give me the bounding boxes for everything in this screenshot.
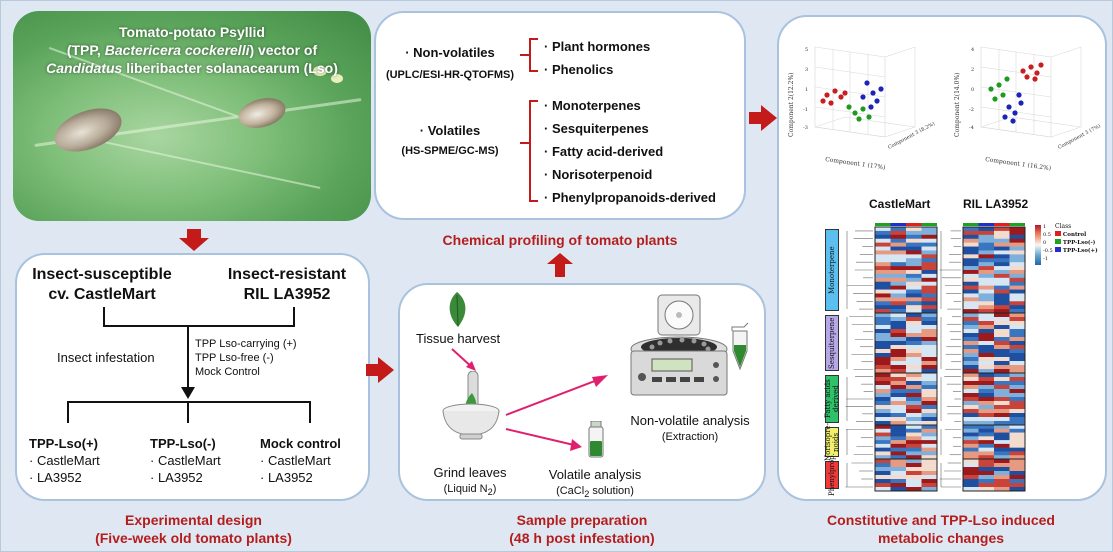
photo-title-line1: Tomato-potato Psyllid bbox=[119, 24, 265, 40]
group-tpp-lso-plus: TPP-Lso(+) · CastleMart · LA3952 bbox=[29, 436, 100, 485]
vial-icon bbox=[588, 421, 604, 458]
grind-leaves-sub: (Liquid N2) bbox=[443, 483, 497, 498]
treatment-list: TPP Lso-carrying (+) TPP Lso-free (-) Mo… bbox=[195, 338, 297, 378]
volatiles-label: · Volatiles bbox=[419, 123, 481, 138]
volatiles-method: (HS-SPME/GC-MS) bbox=[401, 145, 499, 157]
mortar-pestle-icon bbox=[442, 371, 500, 440]
svg-text:5: 5 bbox=[805, 47, 808, 53]
nonvolatile-classes: · Plant hormones · Phenolics bbox=[544, 39, 651, 77]
svg-text:4: 4 bbox=[971, 47, 974, 53]
tube-icon bbox=[731, 322, 749, 371]
volatile-analysis-sub: (CaCl2 solution) bbox=[556, 485, 634, 500]
grind-leaves-label: Grind leaves bbox=[433, 465, 507, 480]
svg-text:3: 3 bbox=[805, 67, 808, 73]
svg-text:0: 0 bbox=[971, 87, 974, 93]
psyllid-photo: Tomato-potato Psyllid (TPP, Bactericera … bbox=[13, 11, 371, 221]
legend-title: Class bbox=[1055, 223, 1072, 230]
experimental-design-panel: Insect-susceptible cv. CastleMart Insect… bbox=[15, 253, 370, 501]
centrifuge-icon bbox=[630, 294, 728, 396]
volatile-classes: · Monoterpenes · Sesquiterpenes · Fatty … bbox=[544, 98, 716, 205]
photo-title: Tomato-potato Psyllid (TPP, Bactericera … bbox=[13, 23, 371, 77]
group-mock-control: Mock control · CastleMart · LA3952 bbox=[260, 436, 341, 485]
resistant-label: Insect-resistant RIL LA3952 bbox=[227, 266, 347, 303]
photo-title-line3: Candidatus liberibacter solanacearum (Ls… bbox=[46, 60, 338, 76]
sample-preparation-panel: Tissue harvest Grind leaves (Liquid N2) bbox=[398, 283, 766, 501]
svg-text:-1: -1 bbox=[803, 107, 808, 113]
psyllid-insect-2 bbox=[235, 93, 289, 133]
nonvolatile-analysis-label: Non-volatile analysis bbox=[630, 413, 750, 428]
right-arrow-icon-2 bbox=[749, 105, 777, 131]
metabolic-changes-caption: Constitutive and TPP-Lso induced metabol… bbox=[827, 512, 1055, 546]
insect-infestation-label: Insect infestation bbox=[57, 350, 155, 365]
nonvolatiles-label: · Non-volatiles bbox=[405, 45, 495, 60]
group-tpp-lso-minus: TPP-Lso(-) · CastleMart · LA3952 bbox=[150, 436, 221, 485]
svg-text:-3: -3 bbox=[803, 125, 808, 131]
svg-text:1: 1 bbox=[805, 87, 808, 93]
pca-right-ylabel: Component 2(14.0%) bbox=[954, 72, 961, 137]
pca-left-ylabel: Component 2(12.2%) bbox=[788, 72, 795, 137]
susceptible-label: Insect-susceptible cv. CastleMart bbox=[32, 266, 172, 303]
chemical-profiling-caption: Chemical profiling of tomato plants bbox=[442, 232, 678, 248]
legend-items: Control TPP-Lso(-) TPP-Lso(+) bbox=[1055, 231, 1098, 255]
tissue-harvest-label: Tissue harvest bbox=[416, 331, 501, 346]
nonvolatiles-method: (UPLC/ESI-HR-QTOFMS) bbox=[385, 69, 515, 81]
chemical-profiling-panel: · Non-volatiles (UPLC/ESI-HR-QTOFMS) · P… bbox=[374, 11, 746, 220]
svg-text:2: 2 bbox=[971, 67, 974, 73]
castlemart-label: CastleMart bbox=[869, 197, 931, 211]
leaf-icon bbox=[449, 292, 466, 327]
nonvolatile-analysis-sub: (Extraction) bbox=[661, 431, 719, 443]
experimental-design-caption: Experimental design (Five-week old tomat… bbox=[95, 512, 292, 546]
right-arrow-icon bbox=[366, 357, 394, 383]
psyllid-insect-1 bbox=[48, 100, 128, 160]
volatile-analysis-label: Volatile analysis bbox=[548, 467, 642, 482]
heatmaps bbox=[845, 223, 1026, 492]
up-arrow-icon bbox=[547, 253, 573, 277]
svg-text:-2: -2 bbox=[969, 107, 974, 113]
down-arrow-icon bbox=[179, 229, 209, 251]
photo-title-line2: (TPP, Bactericera cockerelli) vector of bbox=[66, 42, 318, 58]
la3952-label: RIL LA3952 bbox=[963, 197, 1029, 211]
legend-scale: 1 0.5 0 -0.5 -1 bbox=[1043, 224, 1053, 262]
sample-preparation-caption: Sample preparation (48 h post infestatio… bbox=[509, 512, 655, 546]
svg-text:-4: -4 bbox=[969, 125, 974, 131]
pca-plot-la3952: 420-2-4 Component 2(14.0%) Component 1 (… bbox=[954, 46, 1101, 172]
pca-plot-castlemart: 531-1-3 Component 2(12.2%) Component 1 (… bbox=[788, 46, 935, 171]
